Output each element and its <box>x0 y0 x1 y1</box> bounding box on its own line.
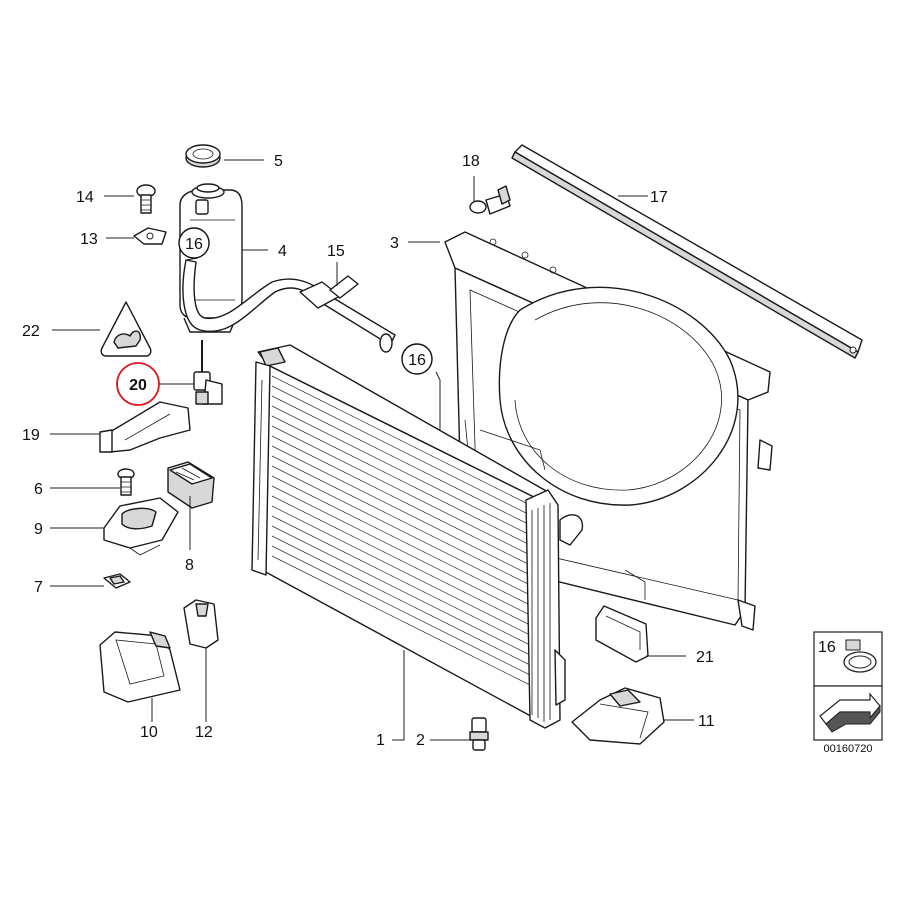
callout-11[interactable]: 11 <box>698 713 715 730</box>
svg-text:16: 16 <box>408 352 426 369</box>
screw[interactable] <box>117 468 135 496</box>
callout-5[interactable]: 5 <box>274 153 283 170</box>
callout-21[interactable]: 21 <box>696 649 714 666</box>
legend-box: 16 00160720 <box>813 631 883 755</box>
legend-callout-16: 16 <box>818 639 836 656</box>
level-sensor[interactable] <box>193 340 223 405</box>
fan-shroud[interactable] <box>444 231 773 631</box>
catalog-number: 00160720 <box>824 743 873 755</box>
radiator[interactable] <box>251 344 584 729</box>
drain-plug[interactable] <box>469 717 489 751</box>
air-duct-right[interactable] <box>571 687 665 745</box>
callout-18[interactable]: 18 <box>462 153 480 170</box>
expansion-tank-cap[interactable] <box>185 144 221 168</box>
callout-22[interactable]: 22 <box>22 323 40 340</box>
callout-7[interactable]: 7 <box>34 579 43 596</box>
callout-8[interactable]: 8 <box>185 557 194 574</box>
expanding-rivet[interactable] <box>469 185 511 215</box>
callout-15[interactable]: 15 <box>327 243 345 260</box>
callout-6[interactable]: 6 <box>34 481 43 498</box>
washer[interactable] <box>133 227 167 245</box>
callout-10[interactable]: 10 <box>140 724 158 741</box>
hose-clamp-icon <box>843 639 877 673</box>
vent-hose[interactable] <box>182 259 396 353</box>
callout-20-highlighted[interactable]: 20 <box>116 362 160 406</box>
warning-label[interactable] <box>100 301 152 357</box>
rubber-mount[interactable] <box>167 461 215 509</box>
bolt[interactable] <box>136 184 156 214</box>
callout-1[interactable]: 1 <box>376 732 385 749</box>
callout-16-radiator[interactable]: 16 <box>401 343 433 375</box>
callout-19[interactable]: 19 <box>22 427 40 444</box>
rubber-buffer[interactable] <box>183 599 219 649</box>
callout-13[interactable]: 13 <box>80 231 98 248</box>
callout-14[interactable]: 14 <box>76 189 94 206</box>
radiator-fins <box>271 375 537 689</box>
speed-nut[interactable] <box>103 573 131 589</box>
callout-2[interactable]: 2 <box>416 732 425 749</box>
callout-9[interactable]: 9 <box>34 521 43 538</box>
callout-3[interactable]: 3 <box>390 235 399 252</box>
callout-12[interactable]: 12 <box>195 724 213 741</box>
fan-shroud-bracket[interactable] <box>595 605 649 663</box>
air-guide-left[interactable] <box>99 631 181 703</box>
svg-text:16: 16 <box>185 236 203 253</box>
callout-4[interactable]: 4 <box>278 243 287 260</box>
radiator-mount[interactable] <box>103 497 179 556</box>
callout-16-tank[interactable]: 16 <box>178 227 210 259</box>
callout-labels: 1 2 3 4 5 6 7 8 9 10 11 12 13 14 15 17 1… <box>22 153 715 749</box>
arrow-icon <box>819 692 881 733</box>
leader-lines <box>50 159 694 741</box>
tank-bracket[interactable] <box>99 401 191 453</box>
svg-text:20: 20 <box>129 377 147 394</box>
callout-17[interactable]: 17 <box>650 189 668 206</box>
seal-strip[interactable] <box>511 144 863 359</box>
